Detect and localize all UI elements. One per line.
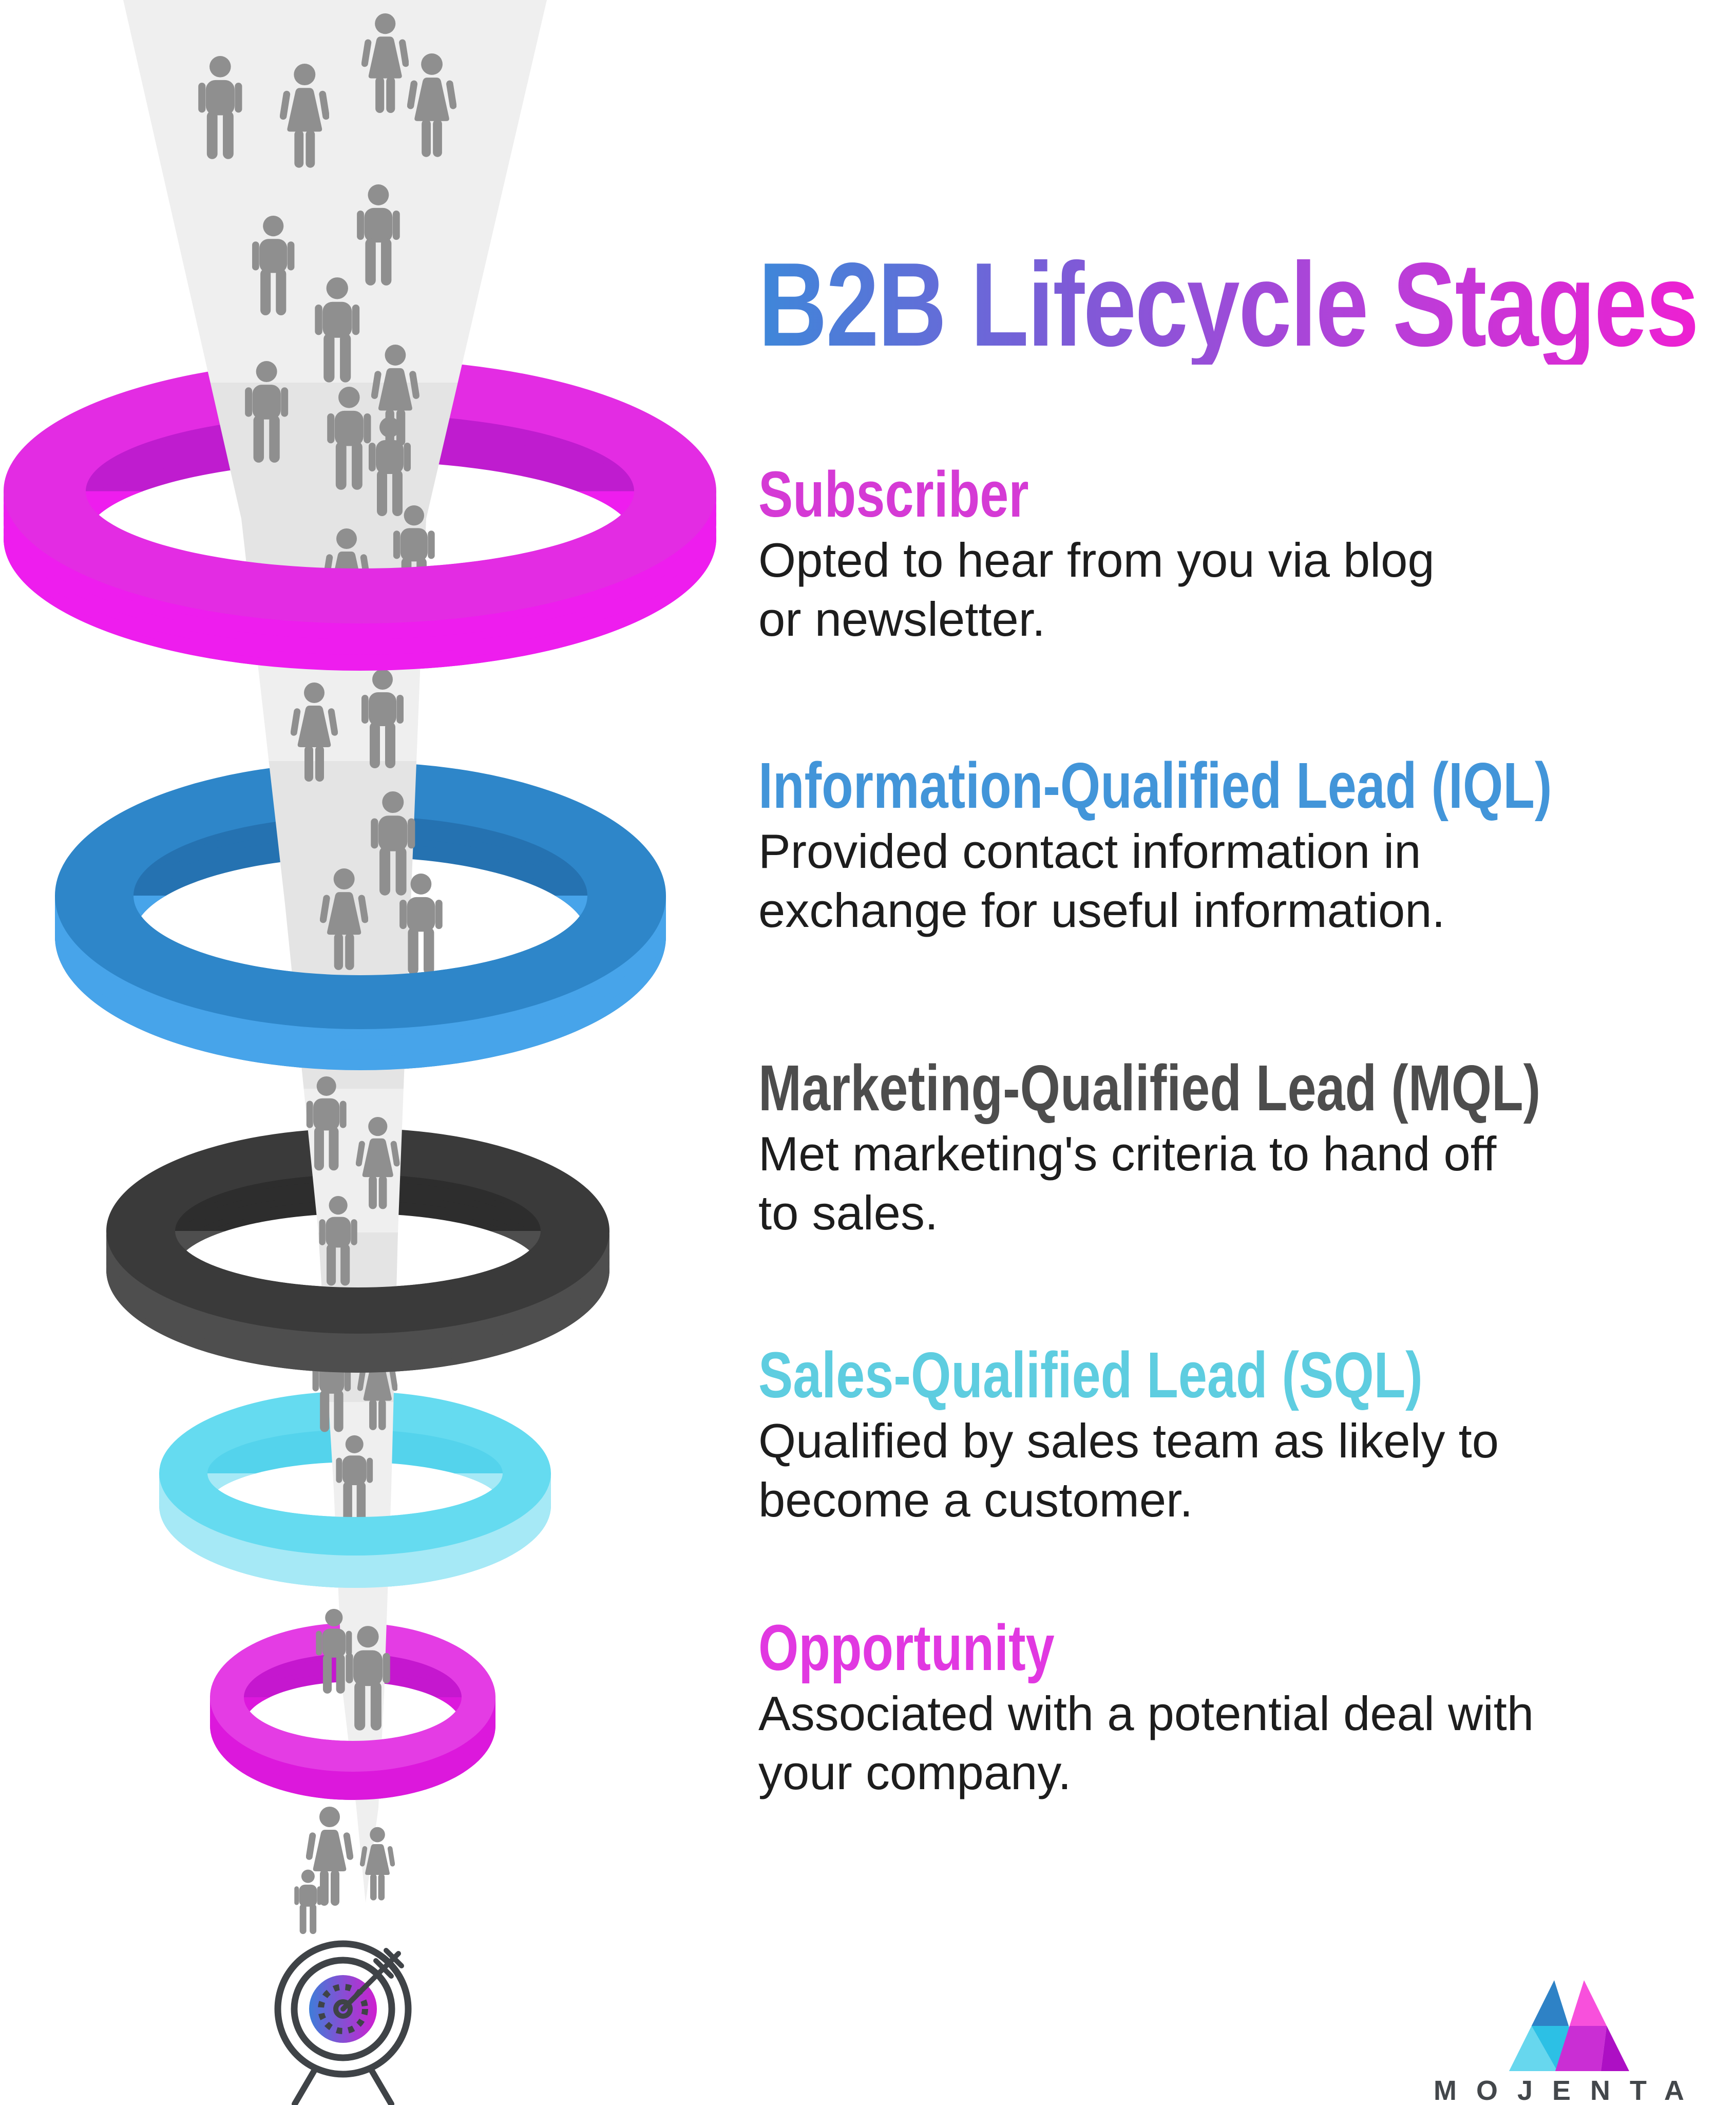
stage-description-opportunity: Associated with a potential deal with yo… xyxy=(758,1686,1534,1799)
female-person-icon xyxy=(357,1345,398,1433)
female-person-icon xyxy=(407,53,456,160)
stage-heading-opportunity: Opportunity xyxy=(758,1611,1055,1684)
target-icon xyxy=(274,1940,412,2105)
female-person-icon xyxy=(361,13,409,116)
female-person-icon xyxy=(320,868,368,973)
page-title: B2B Lifecycle Stages xyxy=(758,238,1699,371)
male-person-icon xyxy=(359,669,406,771)
male-person-icon xyxy=(354,184,403,289)
male-person-icon xyxy=(397,873,445,978)
male-person-icon xyxy=(317,1196,359,1288)
brand-name: MOJENTA xyxy=(1434,2075,1704,2105)
stage-heading-sql: Sales-Qualified Lead (SQL) xyxy=(758,1339,1423,1411)
male-person-icon xyxy=(343,1625,393,1734)
stage-section-mql: Marketing-Qualified Lead (MQL) Met marke… xyxy=(758,1056,1724,1242)
stage-description-sql: Qualified by sales team as likely to bec… xyxy=(758,1414,1499,1527)
male-person-icon xyxy=(310,1341,353,1435)
male-person-icon xyxy=(293,1869,323,1936)
female-person-icon xyxy=(323,528,370,631)
stage-section-subscriber: Subscriber Opted to hear from you via bl… xyxy=(758,462,1724,649)
male-person-icon xyxy=(366,416,413,519)
female-person-icon xyxy=(280,63,330,171)
stage-section-opportunity: Opportunity Associated with a potential … xyxy=(758,1616,1724,1802)
female-person-icon xyxy=(356,1116,400,1212)
stage-heading-iql: Information-Qualified Lead (IQL) xyxy=(758,749,1552,822)
female-person-icon xyxy=(291,682,338,785)
female-person-icon xyxy=(360,1827,395,1903)
male-person-icon xyxy=(242,361,291,466)
stage-heading-mql: Marketing-Qualified Lead (MQL) xyxy=(758,1052,1541,1124)
stage-description-iql: Provided contact information in exchange… xyxy=(758,824,1445,937)
male-person-icon xyxy=(312,277,363,386)
stage-heading-subscriber: Subscriber xyxy=(758,458,1029,530)
male-person-icon xyxy=(334,1435,375,1525)
stage-description-subscriber: Opted to hear from you via blog or newsl… xyxy=(758,533,1435,646)
male-person-icon xyxy=(196,55,245,162)
stage-description-mql: Met marketing's criteria to hand off to … xyxy=(758,1127,1497,1240)
stage-section-iql: Information-Qualified Lead (IQL) Provide… xyxy=(758,753,1724,940)
male-person-icon xyxy=(304,1076,349,1173)
mojenta-logo-icon xyxy=(1509,1980,1629,2071)
stage-section-sql: Sales-Qualified Lead (SQL) Qualified by … xyxy=(758,1343,1724,1529)
male-person-icon xyxy=(250,215,297,318)
male-person-icon xyxy=(391,505,437,606)
